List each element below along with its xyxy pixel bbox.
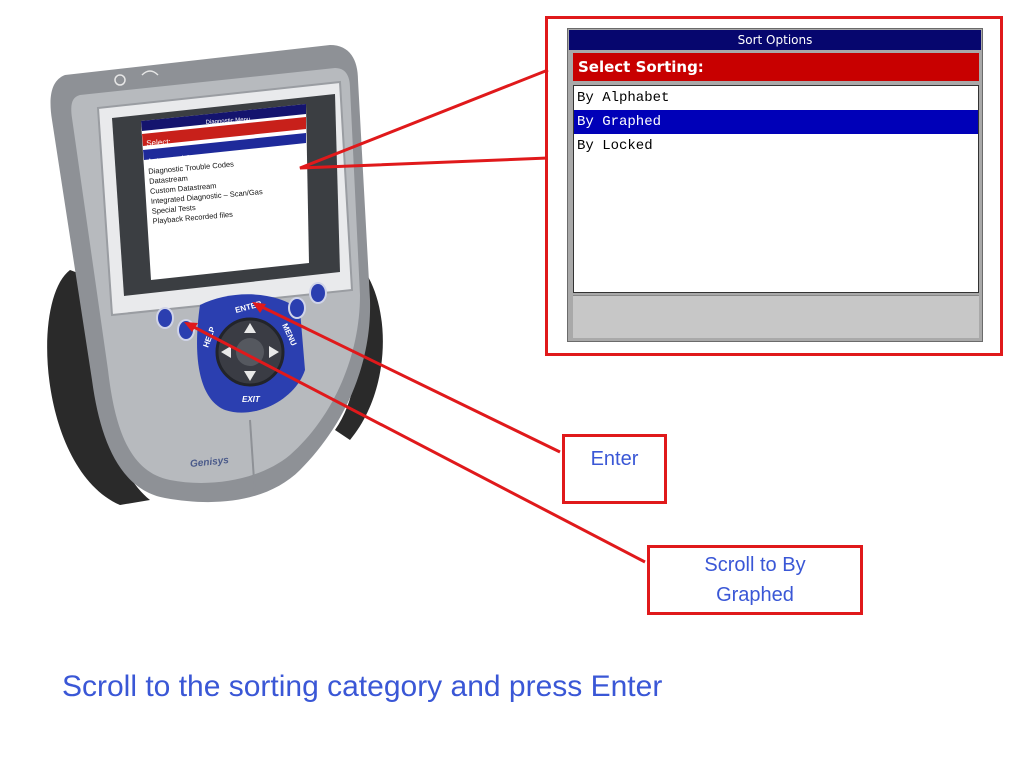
function-button-4[interactable] [309,282,327,304]
select-sorting-header: Select Sorting: [573,53,979,81]
function-button-2[interactable] [177,319,195,341]
enter-callout-text: Enter [590,448,639,470]
screen-select-bar [142,117,306,146]
wireless-icon [141,70,159,76]
sort-window-footer [573,295,979,338]
screen-highlight-row [143,133,306,160]
screen-titlebar [141,104,306,131]
device-menu-list: Automated System Test Diagnostic Trouble… [147,143,312,227]
scroll-callout-text: Scroll to By Graphed [704,554,806,606]
device-screen-select: Select: [146,137,172,148]
power-icon [114,74,126,86]
exit-key-label: EXIT [242,395,261,404]
scan-tool-device: ENTER MENU HELP EXIT [47,45,383,505]
sort-option-graphed[interactable]: By Graphed [574,110,978,134]
sort-option-alphabet[interactable]: By Alphabet [577,90,670,106]
enter-callout: Enter [562,434,667,504]
dpad-center[interactable] [236,338,264,366]
scroll-callout: Scroll to By Graphed [647,545,863,615]
instruction-caption: Scroll to the sorting category and press… [62,670,663,703]
function-button-1[interactable] [156,307,174,329]
function-button-3[interactable] [288,297,306,319]
sort-options-window: Sort Options Select Sorting: By Alphabet… [567,28,983,342]
sort-options-title: Sort Options [569,30,981,50]
sort-options-list: By Alphabet By Graphed By Locked [573,85,979,293]
sort-option-locked[interactable]: By Locked [577,138,653,154]
